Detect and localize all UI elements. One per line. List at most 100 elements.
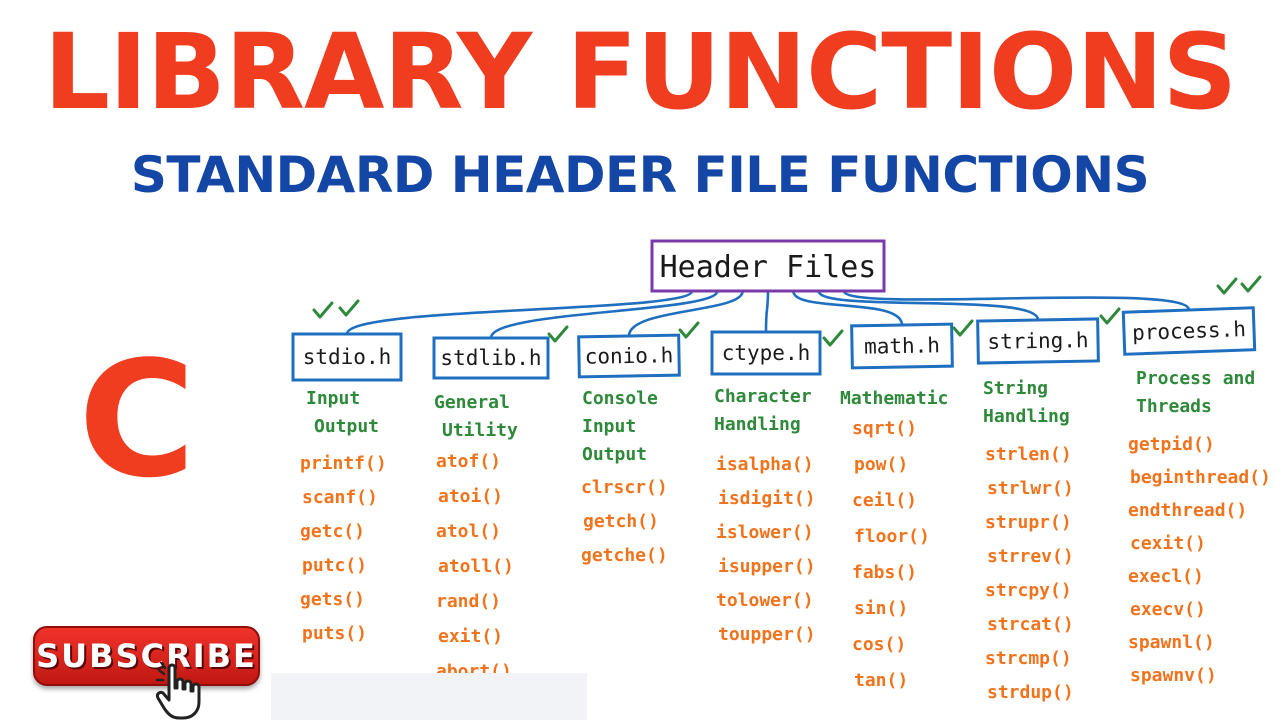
header-node-process-h: process.h	[1121, 306, 1257, 356]
function-strcpy: strcpy()	[985, 580, 1072, 601]
header-label-stdlib-h: stdlib.h	[440, 346, 541, 370]
checkmark-icon	[312, 301, 334, 319]
header-box-stdio-h	[291, 332, 403, 382]
function-fabs: fabs()	[852, 562, 917, 583]
description-ctype-h: Character	[714, 386, 812, 407]
header-box-process-h	[1121, 306, 1257, 356]
function-endthread: endthread()	[1128, 500, 1247, 521]
function-scanf: scanf()	[302, 487, 378, 508]
function-isdigit: isdigit()	[718, 488, 816, 509]
header-box-math-h	[850, 322, 954, 370]
description-stdlib-h: General	[434, 392, 510, 413]
function-floor: floor()	[854, 526, 930, 547]
description-stdio-h: Input	[306, 388, 360, 409]
description-stdio-h: Output	[314, 416, 379, 437]
header-label-string-h: string.h	[987, 328, 1089, 354]
header-label-ctype-h: ctype.h	[722, 341, 811, 365]
checkmark-icon	[1099, 307, 1121, 325]
function-atoll: atoll()	[438, 556, 514, 577]
blank-panel	[271, 673, 587, 720]
function-strdup: strdup()	[987, 682, 1074, 703]
header-node-string-h: string.h	[976, 317, 1100, 365]
connector-math-h	[792, 290, 904, 326]
function-strcat: strcat()	[987, 614, 1074, 635]
header-box-ctype-h	[710, 330, 822, 376]
header-box-string-h	[976, 317, 1100, 365]
function-tan: tan()	[854, 670, 908, 691]
description-string-h: String	[983, 378, 1048, 399]
header-box-conio-h	[577, 333, 681, 379]
pointer-hand-icon	[155, 662, 201, 720]
description-process-h: Process and	[1136, 368, 1255, 389]
function-exit: exit()	[438, 626, 503, 647]
function-isalpha: isalpha()	[716, 454, 814, 475]
description-stdlib-h: Utility	[442, 420, 518, 441]
page-subtitle: STANDARD HEADER FILE FUNCTIONS	[130, 146, 1150, 204]
language-letter: C	[78, 326, 196, 513]
connector-stdio-h	[345, 289, 694, 335]
function-atof: atof()	[436, 451, 501, 472]
function-strlwr: strlwr()	[987, 478, 1074, 499]
description-math-h: Mathematic	[840, 388, 948, 409]
connector-process-h	[842, 289, 1191, 311]
function-cexit: cexit()	[1130, 533, 1206, 554]
function-sqrt: sqrt()	[852, 418, 917, 439]
function-getpid: getpid()	[1128, 434, 1215, 455]
function-printf: printf()	[300, 453, 387, 474]
header-node-conio-h: conio.h	[577, 333, 681, 379]
function-putc: putc()	[302, 555, 367, 576]
description-ctype-h: Handling	[714, 414, 801, 435]
checkmark-icon	[678, 321, 700, 339]
function-clrscr: clrscr()	[581, 477, 668, 498]
function-gets: gets()	[300, 589, 365, 610]
function-cos: cos()	[852, 634, 906, 655]
header-label-process-h: process.h	[1132, 317, 1247, 345]
header-box-stdlib-h	[432, 336, 550, 380]
diagram-nodes: Header Filesstdio.hInputOutputprintf()sc…	[291, 239, 1271, 703]
function-isupper: isupper()	[718, 556, 816, 577]
diagram-connectors	[345, 289, 1191, 339]
function-puts: puts()	[302, 623, 367, 644]
function-getch: getch()	[583, 511, 659, 532]
checkmark-icon	[822, 329, 844, 347]
function-sin: sin()	[854, 598, 908, 619]
function-toupper: toupper()	[718, 624, 816, 645]
description-conio-h: Output	[582, 444, 647, 465]
checkmark-icon	[952, 319, 974, 337]
function-atol: atol()	[436, 521, 501, 542]
function-execl: execl()	[1128, 566, 1204, 587]
subscribe-label: SUBSCRIBE	[36, 637, 257, 675]
header-label-stdio-h: stdio.h	[303, 345, 392, 369]
function-pow: pow()	[854, 454, 908, 475]
page-title: LIBRARY FUNCTIONS	[43, 11, 1238, 133]
function-atoi: atoi()	[438, 486, 503, 507]
function-strcmp: strcmp()	[985, 648, 1072, 669]
function-spawnl: spawnl()	[1128, 632, 1215, 653]
checkmark-icon	[1240, 275, 1262, 293]
function-ceil: ceil()	[852, 490, 917, 511]
header-label-math-h: math.h	[864, 333, 940, 358]
function-strupr: strupr()	[985, 512, 1072, 533]
function-getc: getc()	[300, 521, 365, 542]
subscribe-button[interactable]: SUBSCRIBE	[33, 626, 260, 686]
checkmark-icon	[547, 325, 569, 343]
connector-stdlib-h	[489, 290, 719, 339]
root-label: Header Files	[660, 250, 877, 285]
checkmark-icon	[1216, 277, 1238, 295]
header-node-ctype-h: ctype.h	[710, 330, 822, 376]
connector-string-h	[817, 290, 1040, 321]
function-islower: islower()	[716, 522, 814, 543]
function-execv: execv()	[1130, 599, 1206, 620]
header-label-conio-h: conio.h	[585, 343, 674, 369]
connector-ctype-h	[764, 290, 770, 333]
function-strrev: strrev()	[987, 546, 1074, 567]
function-rand: rand()	[436, 591, 501, 612]
description-conio-h: Input	[582, 416, 636, 437]
function-beginthread: beginthread()	[1130, 467, 1271, 488]
connector-conio-h	[627, 290, 744, 337]
checkmark-icon	[338, 299, 360, 317]
function-tolower: tolower()	[716, 590, 814, 611]
function-spawnv: spawnv()	[1130, 665, 1217, 686]
description-conio-h: Console	[582, 388, 658, 409]
